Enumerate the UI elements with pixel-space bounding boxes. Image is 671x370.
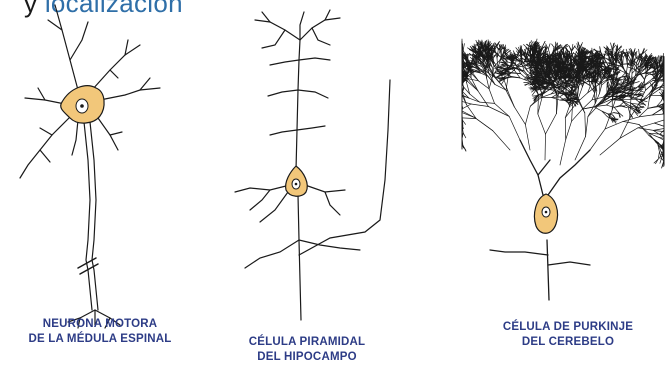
purkinje-dendrite-segment (524, 82, 530, 83)
purkinje-dendrite-segment (546, 114, 557, 135)
purkinje-dendrite-segment (470, 94, 480, 102)
motor-neuron-axon (68, 122, 120, 328)
purkinje-dendrite-segment (611, 43, 613, 50)
motor-neuron (20, 5, 160, 328)
purkinje-dendrite-segment (613, 49, 614, 55)
purkinje-dendrite-segment (586, 117, 588, 137)
purkinje-dendrite-segment (594, 107, 602, 111)
purkinje-dendrite-segment (501, 62, 507, 63)
purkinje-dendrite-segment (475, 118, 493, 131)
purkinje-dendrite-segment (660, 158, 662, 163)
purkinje-dendrite-segment (614, 107, 618, 112)
purkinje-dendrite-segment (506, 90, 514, 107)
purkinje-dendrite-segment (488, 107, 509, 117)
pyramidal-apical-dendrite (255, 10, 340, 170)
purkinje-dendrite-segment (509, 116, 520, 140)
purkinje-dendrite-segment (497, 58, 498, 68)
purkinje-dendrite-segment (600, 138, 620, 155)
purkinje-dendrite-segment (478, 91, 489, 107)
purkinje-dendrite-segment (462, 118, 476, 119)
purkinje-dendrite-segment (572, 109, 583, 121)
purkinje-dendrite-segment (462, 101, 471, 104)
purkinje-dendrite-segment (660, 130, 664, 134)
purkinje-dendrite-segment (648, 100, 649, 109)
purkinje-dendrite-segment (471, 104, 488, 107)
purkinje-dendritic-tree (462, 39, 664, 168)
purkinje-dendrite-segment (548, 44, 550, 49)
purkinje-dendrite-segment (495, 103, 510, 116)
purkinje-dendrite-segment (566, 121, 572, 139)
purkinje-dendrite-segment (572, 105, 573, 121)
purkinje-dendrite-segment (609, 69, 618, 70)
purkinje-dendrite-segment (623, 117, 639, 122)
purkinje-dendrite-segment (602, 111, 607, 117)
purkinje-dendrite-segment (585, 113, 586, 136)
purkinje-dendrite-segment (525, 106, 530, 124)
purkinje-dendrite-segment (565, 103, 570, 118)
purkinje-dendrite-segment (463, 44, 464, 51)
purkinje-dendrite-segment (467, 81, 478, 91)
purkinje-dendrite-segment (466, 60, 467, 67)
purkinje-dendrite-segment (514, 107, 525, 125)
purkinje-dendrite-segment (489, 89, 494, 104)
purkinje-dendrite-segment (644, 79, 645, 90)
purkinje-dendrite-segment (463, 133, 466, 138)
purkinje-dendrite-segment (590, 129, 605, 150)
purkinje-dendrite-segment (613, 115, 615, 118)
purkinje-dendrite-segment (620, 102, 624, 105)
purkinje-dendrite-segment (560, 140, 566, 165)
purkinje-dendrite-segment (493, 131, 510, 150)
purkinje-dendrite-segment (639, 49, 640, 55)
purkinje-dendrite-segment (469, 98, 479, 102)
pyramidal-cell (235, 10, 390, 320)
purkinje-dendrite-segment (545, 134, 546, 160)
purkinje-dendrite-segment (623, 58, 624, 66)
purkinje-dendrite-segment (538, 114, 546, 134)
purkinje-dendrite-segment (480, 102, 495, 103)
purkinje-dendrite-segment (640, 71, 645, 79)
purkinje-dendrite-segment (621, 99, 629, 100)
pyramidal-axon (245, 80, 390, 320)
purkinje-dendrite-segment (623, 121, 639, 124)
purkinje-dendrite-segment (623, 66, 627, 75)
purkinje-dendrite-segment (594, 92, 595, 103)
purkinje-dendrite-segment (525, 124, 530, 150)
